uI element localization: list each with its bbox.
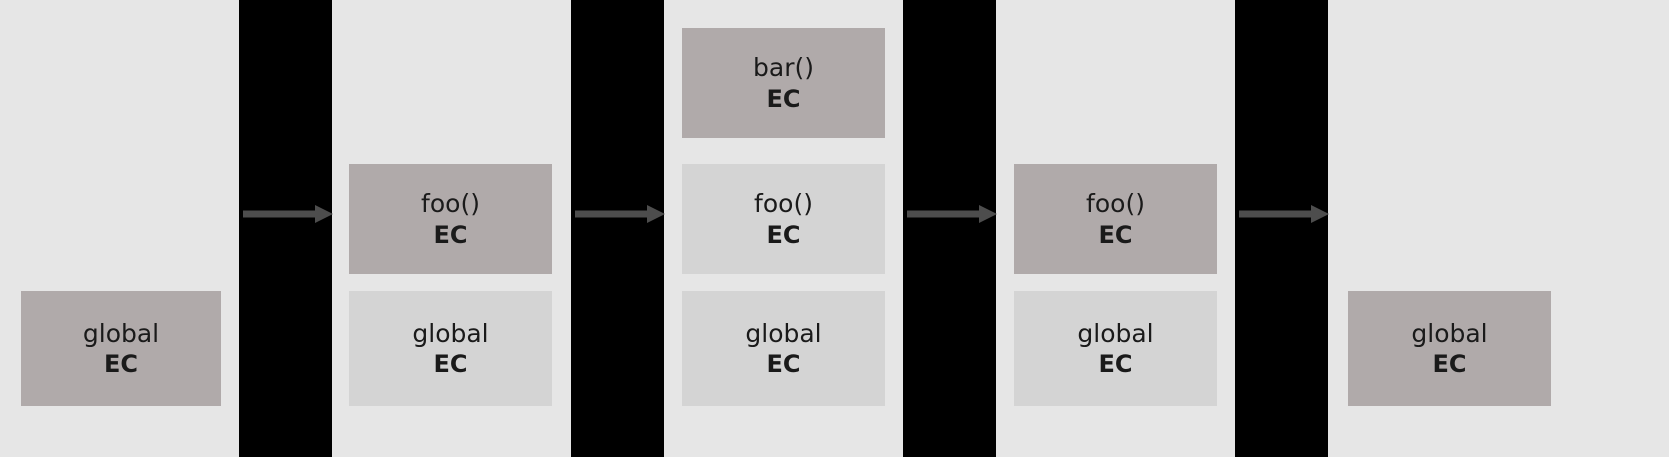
frame-global-4: global EC <box>1014 291 1217 406</box>
frame-function-label: foo() <box>1086 189 1145 219</box>
stack-panel-5: global EC <box>1328 0 1669 457</box>
gap-1 <box>239 0 332 457</box>
frame-ec-label: EC <box>1432 350 1467 379</box>
frame-global-3: global EC <box>682 291 885 406</box>
frame-ec-label: EC <box>766 84 801 113</box>
stack-panel-3: bar() EC foo() EC global EC <box>664 0 903 457</box>
stack-panel-4: foo() EC global EC <box>996 0 1235 457</box>
frame-function-label: global <box>1411 318 1488 348</box>
frame-foo-4: foo() EC <box>1014 164 1217 274</box>
frame-ec-label: EC <box>1098 220 1133 249</box>
frame-function-label: global <box>745 318 822 348</box>
frame-ec-label: EC <box>433 220 468 249</box>
arrow-3-icon <box>907 205 997 223</box>
frame-ec-label: EC <box>1098 350 1133 379</box>
gap-3 <box>903 0 996 457</box>
frame-function-label: bar() <box>753 53 814 83</box>
gap-4 <box>1235 0 1328 457</box>
frame-ec-label: EC <box>766 350 801 379</box>
arrow-2-icon <box>575 205 665 223</box>
frame-function-label: global <box>1077 318 1154 348</box>
arrow-1-icon <box>243 205 333 223</box>
stack-panel-2: foo() EC global EC <box>332 0 571 457</box>
frame-bar-3: bar() EC <box>682 28 885 138</box>
frame-global-1: global EC <box>21 291 221 406</box>
frame-function-label: foo() <box>421 189 480 219</box>
frame-foo-3: foo() EC <box>682 164 885 274</box>
frame-function-label: global <box>82 318 160 348</box>
frame-global-5: global EC <box>1348 291 1551 406</box>
frame-function-label: foo() <box>754 189 813 219</box>
arrow-4-icon <box>1239 205 1329 223</box>
frame-ec-label: EC <box>433 350 468 379</box>
frame-foo-2: foo() EC <box>349 164 552 274</box>
frame-global-2: global EC <box>349 291 552 406</box>
stack-panel-1: global EC <box>0 0 239 457</box>
frame-ec-label: EC <box>766 220 801 249</box>
frame-ec-label: EC <box>103 350 138 379</box>
gap-2 <box>571 0 664 457</box>
frame-function-label: global <box>412 318 489 348</box>
